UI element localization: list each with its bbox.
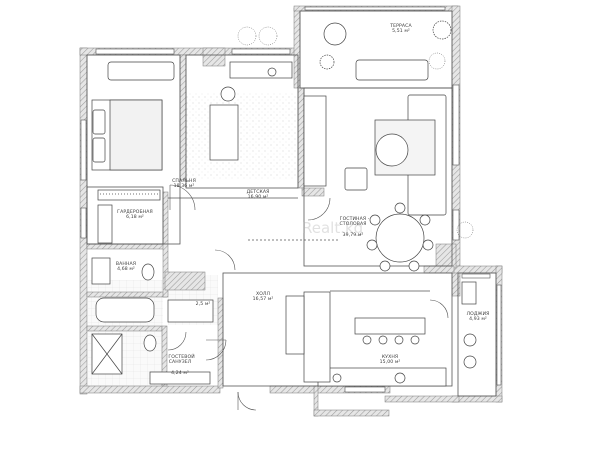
room-area: 6,18 м² bbox=[126, 215, 144, 221]
watermark: Realt.kg bbox=[302, 219, 364, 237]
label-guest-bath: ГОСТЕВОЙ САНУЗЕЛ 4,24 м² bbox=[160, 350, 200, 381]
room-outlines bbox=[86, 10, 497, 397]
doors bbox=[167, 184, 449, 411]
room-area: 5,51 м² bbox=[392, 29, 410, 35]
room-name: ХОЛЛ bbox=[255, 292, 271, 297]
toilet bbox=[141, 263, 155, 281]
label-bedroom: СПАЛЬНЯ 18,36 м² bbox=[164, 179, 204, 189]
bedroom-sofa bbox=[107, 61, 175, 81]
label-storage: 2,5 м² bbox=[190, 302, 216, 307]
room-area: 15,00 м² bbox=[379, 360, 401, 366]
kids-bed bbox=[209, 104, 239, 161]
room-area: 2,5 м² bbox=[195, 302, 211, 307]
armchair bbox=[344, 167, 368, 191]
label-kids: ДЕТСКАЯ 16,90 м² bbox=[238, 190, 278, 200]
bathtub bbox=[95, 297, 155, 323]
room-name: ГАРДЕРОБНАЯ bbox=[117, 210, 153, 215]
furniture bbox=[91, 20, 477, 387]
bed bbox=[91, 99, 163, 171]
plants bbox=[237, 26, 474, 239]
room-name: ЛОДЖИЯ bbox=[466, 312, 490, 317]
fridge-column bbox=[303, 291, 331, 383]
coffee-table bbox=[375, 133, 409, 167]
room-area: 4,93 м² bbox=[469, 317, 487, 323]
room-area: 16,57 м² bbox=[252, 297, 274, 303]
room-name: ТЕРРАСА bbox=[390, 24, 412, 29]
room-area: 4,68 м² bbox=[117, 267, 135, 273]
room-area: 4,24 м² bbox=[171, 370, 189, 376]
room-name: СПАЛЬНЯ bbox=[172, 179, 196, 184]
kids-wardrobe bbox=[303, 95, 327, 187]
terrace-chair bbox=[323, 22, 347, 46]
label-terrace: ТЕРРАСА 5,51 м² bbox=[378, 24, 424, 34]
wardrobe-racks bbox=[97, 189, 161, 244]
hall-wardrobe bbox=[285, 295, 305, 355]
label-bath: ВАННАЯ 4,68 м² bbox=[108, 262, 144, 272]
kids-desk bbox=[229, 61, 293, 79]
room-name: КУХНЯ bbox=[381, 355, 399, 360]
dining-chairs bbox=[366, 202, 434, 272]
room-area: 39,79 м² bbox=[342, 232, 364, 238]
terrace-sofa bbox=[355, 59, 429, 81]
kids-chair bbox=[267, 67, 277, 77]
room-area: 16,90 м² bbox=[247, 195, 269, 201]
room-area: 18,36 м² bbox=[173, 184, 195, 190]
label-loggia: ЛОДЖИЯ 4,93 м² bbox=[460, 312, 496, 322]
room-name: ГОСТИНАЯ - СТОЛОВАЯ bbox=[339, 217, 370, 228]
room-name: ДЕТСКАЯ bbox=[246, 190, 270, 195]
windows bbox=[80, 6, 502, 393]
kitchen-stools bbox=[362, 335, 420, 345]
label-wardrobe: ГАРДЕРОБНАЯ 6,18 м² bbox=[110, 210, 160, 220]
label-hall: ХОЛЛ 16,57 м² bbox=[245, 292, 281, 302]
label-kitchen: КУХНЯ 15,00 м² bbox=[370, 355, 410, 365]
label-living: ГОСТИНАЯ - СТОЛОВАЯ 39,79 м² bbox=[328, 212, 378, 243]
room-name: ВАННАЯ bbox=[115, 262, 137, 267]
guest-toilet bbox=[143, 334, 157, 352]
dining-table bbox=[375, 213, 425, 263]
room-name: ГОСТЕВОЙ САНУЗЕЛ bbox=[168, 355, 195, 366]
kitchen-island bbox=[354, 317, 426, 335]
